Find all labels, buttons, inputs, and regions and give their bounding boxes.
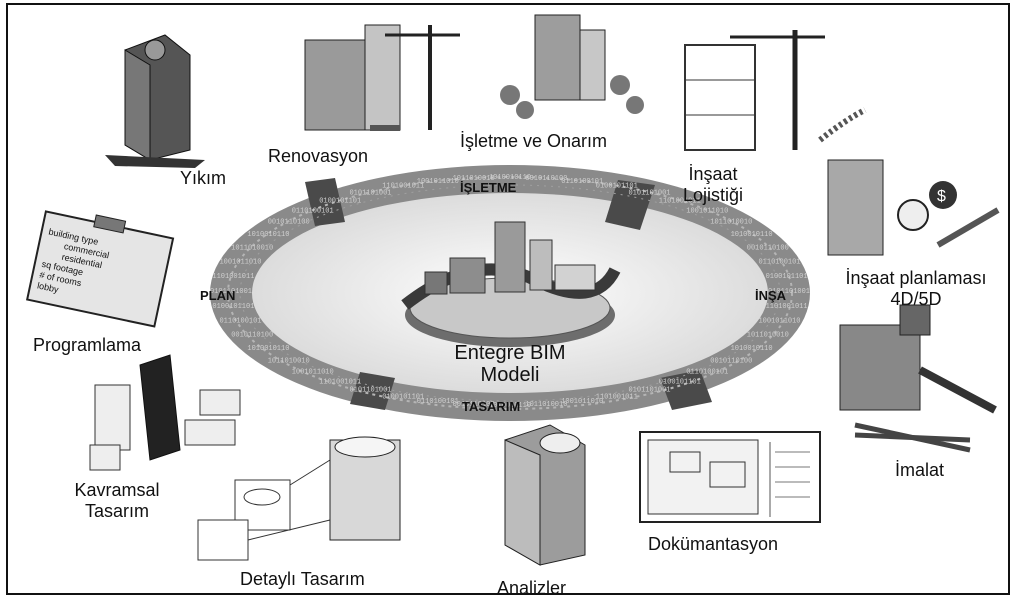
ring-binary-texture: 1010010110	[731, 345, 773, 353]
ring-binary-texture: 1011010010	[231, 244, 273, 252]
ring-binary-texture: 0010110100	[710, 357, 752, 365]
ring-binary-texture: 0101101001	[628, 387, 670, 395]
stage-label-insaat-planlamasi-line1: İnşaat planlaması	[845, 268, 987, 288]
ring-binary-texture: 0100101101	[659, 378, 701, 386]
hub-title-line1: Entegre BIM	[454, 342, 566, 364]
renovation-illustration	[304, 24, 460, 131]
ring-binary-texture: 0100101101	[596, 183, 638, 191]
ring-binary-texture: 0100101101	[382, 393, 424, 401]
ring-binary-texture: 1011010010	[268, 357, 310, 365]
ring-binary-texture: 1001011010	[292, 369, 334, 377]
ring-binary-texture: 1001011010	[686, 207, 728, 215]
phase-insa: İNŞA	[755, 288, 787, 303]
clipboard-line6: lobby	[36, 280, 60, 294]
hub-title: Entegre BIM Modeli	[410, 342, 610, 386]
ring-binary-texture: 0010110100	[268, 219, 310, 227]
ring-binary-texture: 0110100101	[758, 259, 800, 267]
ring-binary-texture: 1010010110	[247, 231, 289, 239]
programming-clipboard-illustration: building type commercial residential sq …	[25, 210, 175, 328]
construction-planning-illustration: $	[827, 159, 1000, 256]
operations-illustration	[500, 14, 644, 119]
svg-text:$: $	[937, 188, 946, 205]
construction-logistics-illustration	[684, 30, 867, 151]
ring-binary-texture: 1010010110	[489, 174, 531, 182]
conceptual-design-illustration	[89, 354, 241, 471]
ring-binary-texture: 0110100101	[561, 178, 603, 186]
analysis-illustration	[504, 424, 586, 566]
diagram-frame	[6, 3, 1010, 595]
stage-label-insaat-planlamasi: İnşaat planlaması 4D/5D	[826, 268, 1006, 310]
stage-label-insaat-planlamasi-line2: 4D/5D	[890, 289, 942, 309]
stage-label-imalat: İmalat	[895, 460, 945, 480]
ring-binary-texture: 1010010110	[489, 402, 531, 410]
ring-binary-texture: 0101101001	[349, 387, 391, 395]
stage-label-insaat-lojistigi: İnşaat Lojistiği	[668, 164, 758, 206]
ring-binary-texture: 1001011010	[758, 318, 800, 326]
ring-binary-texture: 0010110100	[453, 401, 495, 409]
documentation-illustration	[639, 431, 821, 523]
ring-binary-texture: 1011010010	[747, 332, 789, 340]
ring-binary-texture: 0010110100	[525, 175, 567, 183]
ring-binary-texture: 0100101101	[212, 303, 254, 311]
phase-isletme: İŞLETME	[460, 180, 517, 195]
stage-label-renovasyon: Renovasyon	[268, 146, 369, 166]
ring-binary-texture: 1101001011	[382, 183, 424, 191]
ring-binary-texture: 0101101001	[210, 288, 252, 296]
ring-binary-texture: 0100101101	[766, 273, 808, 281]
stage-label-kavramsal-line2: Tasarım	[84, 501, 149, 521]
ring-binary-texture: 1101001011	[212, 273, 254, 281]
ring-binary-texture: 1010010110	[731, 231, 773, 239]
stage-label-insaat-lojistigi-line2: Lojistiği	[682, 185, 744, 205]
ring-binary-texture: 1101001011	[766, 303, 808, 311]
ring-binary-texture: 1001011010	[219, 259, 261, 267]
ring-binary-texture: 1001011010	[417, 178, 459, 186]
stage-label-programlama: Programlama	[33, 335, 142, 355]
ring-binary-texture: 1011010010	[525, 401, 567, 409]
stage-label-analizler: Analizler	[497, 578, 567, 598]
demolition-illustration	[105, 34, 205, 168]
ring-binary-texture: 0110100101	[292, 207, 334, 215]
ring-binary-texture: 0010110100	[231, 332, 273, 340]
stage-label-yikim: Yıkım	[180, 168, 227, 188]
phase-plan: PLAN	[200, 288, 236, 303]
hub-model-illustration	[401, 221, 621, 347]
ring-binary-texture: 1011010010	[453, 175, 495, 183]
ring-binary-texture: 1010010110	[247, 345, 289, 353]
ring-binary-texture: 0101101001	[349, 189, 391, 197]
stage-label-isletme-onarim: İşletme ve Onarım	[460, 131, 608, 151]
ring-binary-texture: 0110100101	[686, 369, 728, 377]
stage-label-detayli: Detaylı Tasarım	[240, 569, 365, 589]
ring-binary-texture: 1001011010	[561, 398, 603, 406]
stage-label-kavramsal: Kavramsal Tasarım	[62, 480, 172, 522]
ring-binary-texture: 0101101001	[628, 189, 670, 197]
ring-binary-texture: 0110100101	[417, 398, 459, 406]
ring-binary-texture: 1101001011	[659, 198, 701, 206]
detailed-design-illustration	[197, 436, 401, 561]
hub-title-line2: Modeli	[480, 364, 540, 386]
stage-label-insaat-lojistigi-line1: İnşaat	[688, 164, 738, 184]
ring-binary-texture: 1101001011	[596, 393, 638, 401]
ring-binary-texture: 1101001011	[319, 378, 361, 386]
ring-binary-texture: 0101101001	[768, 288, 810, 296]
ring-binary-texture: 0100101101	[319, 198, 361, 206]
ring-binary-texture: 0010110100	[747, 244, 789, 252]
ring-binary-texture: 0110100101	[219, 318, 261, 326]
stage-label-kavramsal-line1: Kavramsal	[74, 480, 160, 500]
ring-binary-texture: 1011010010	[710, 219, 752, 227]
stage-label-dokumantasyon: Dokümantasyon	[648, 534, 779, 554]
fabrication-illustration	[839, 304, 997, 453]
phase-tasarim: TASARIM	[462, 399, 521, 414]
